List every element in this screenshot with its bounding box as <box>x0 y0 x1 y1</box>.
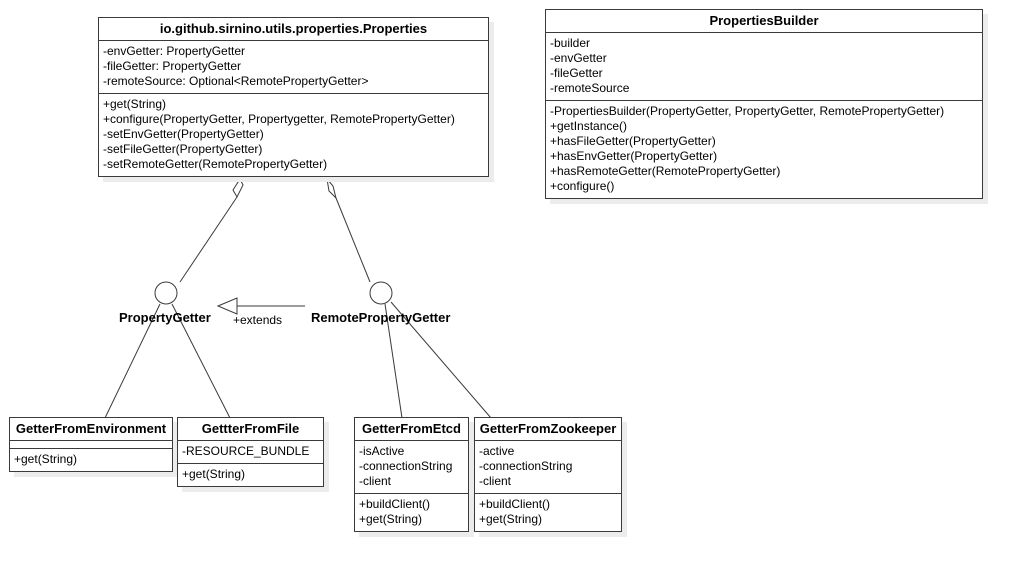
realization-line-env <box>104 303 161 419</box>
remote-property-getter-interface-icon <box>369 281 393 305</box>
attributes-section: -builder-envGetter-fileGetter-remoteSour… <box>546 33 982 100</box>
attribute-row: -envGetter: PropertyGetter <box>103 44 246 58</box>
methods-section: +buildClient()+get(String) <box>475 493 621 531</box>
extends-arrowhead-icon <box>216 297 238 315</box>
class-name: io.github.sirnino.utils.properties.Prope… <box>99 18 488 41</box>
class-name: GettterFromFile <box>178 418 323 441</box>
method-row: +buildClient() <box>479 497 551 511</box>
properties-class[interactable]: io.github.sirnino.utils.properties.Prope… <box>98 17 489 177</box>
method-row: +buildClient() <box>359 497 431 511</box>
methods-section: +buildClient()+get(String) <box>355 493 468 531</box>
getter-from-etcd-class[interactable]: GetterFromEtcd -isActive-connectionStrin… <box>354 417 469 532</box>
realization-line-etcd <box>384 303 403 419</box>
attribute-row: -envGetter <box>550 51 607 65</box>
method-row: +get(String) <box>103 97 167 111</box>
class-name: GetterFromEtcd <box>355 418 468 441</box>
method-row: +get(String) <box>182 467 246 481</box>
realization-line-file <box>171 303 231 419</box>
attribute-row: -connectionString <box>479 459 573 473</box>
attribute-row: -connectionString <box>359 459 453 473</box>
method-row: +configure() <box>550 179 615 193</box>
method-row: +get(String) <box>479 512 543 526</box>
aggregation-line-property-getter <box>179 196 238 283</box>
getter-from-file-class[interactable]: GettterFromFile -RESOURCE_BUNDLE +get(St… <box>177 417 324 487</box>
attribute-row: -isActive <box>359 444 405 458</box>
attribute-row: -builder <box>550 36 591 50</box>
realization-line-zookeeper <box>390 301 492 419</box>
method-row: +configure(PropertyGetter, Propertygette… <box>103 112 455 126</box>
method-row: -PropertiesBuilder(PropertyGetter, Prope… <box>550 104 945 118</box>
attributes-section: -RESOURCE_BUNDLE <box>178 441 323 463</box>
property-getter-interface-icon <box>154 281 178 305</box>
aggregation-diamond-remote-getter <box>326 177 337 200</box>
method-row: -setRemoteGetter(RemotePropertyGetter) <box>103 157 328 171</box>
attributes-section: -envGetter: PropertyGetter-fileGetter: P… <box>99 41 488 93</box>
method-row: +hasFileGetter(PropertyGetter) <box>550 134 716 148</box>
getter-from-environment-class[interactable]: GetterFromEnvironment +get(String) <box>9 417 173 472</box>
aggregation-line-remote-getter <box>335 197 371 283</box>
class-name: GetterFromEnvironment <box>10 418 172 441</box>
aggregation-diamond-property-getter <box>232 177 244 199</box>
method-row: +getInstance() <box>550 119 628 133</box>
properties-builder-class[interactable]: PropertiesBuilder -builder-envGetter-fil… <box>545 9 983 199</box>
attribute-row: -active <box>479 444 515 458</box>
property-getter-interface-label: PropertyGetter <box>119 310 211 325</box>
method-row: +hasEnvGetter(PropertyGetter) <box>550 149 718 163</box>
getter-from-zookeeper-class[interactable]: GetterFromZookeeper -active-connectionSt… <box>474 417 622 532</box>
class-name: GetterFromZookeeper <box>475 418 621 441</box>
extends-label: +extends <box>233 313 283 327</box>
attributes-section: -active-connectionString-client <box>475 441 621 493</box>
method-row: +hasRemoteGetter(RemotePropertyGetter) <box>550 164 781 178</box>
attribute-row: -fileGetter <box>550 66 603 80</box>
method-row: +get(String) <box>359 512 423 526</box>
attributes-section <box>10 441 172 448</box>
attribute-row: -RESOURCE_BUNDLE <box>182 444 310 458</box>
attributes-section: -isActive-connectionString-client <box>355 441 468 493</box>
methods-section: -PropertiesBuilder(PropertyGetter, Prope… <box>546 100 982 198</box>
methods-section: +get(String) <box>178 463 323 486</box>
class-name: PropertiesBuilder <box>546 10 982 33</box>
attribute-row: -client <box>359 474 392 488</box>
method-row: -setFileGetter(PropertyGetter) <box>103 142 263 156</box>
remote-property-getter-interface-label: RemotePropertyGetter <box>311 310 451 325</box>
methods-section: +get(String) <box>10 448 172 471</box>
method-row: -setEnvGetter(PropertyGetter) <box>103 127 264 141</box>
method-row: +get(String) <box>14 452 78 466</box>
attribute-row: -remoteSource <box>550 81 630 95</box>
attribute-row: -remoteSource: Optional<RemotePropertyGe… <box>103 74 369 88</box>
attribute-row: -client <box>479 474 512 488</box>
attribute-row: -fileGetter: PropertyGetter <box>103 59 242 73</box>
methods-section: +get(String)+configure(PropertyGetter, P… <box>99 93 488 176</box>
